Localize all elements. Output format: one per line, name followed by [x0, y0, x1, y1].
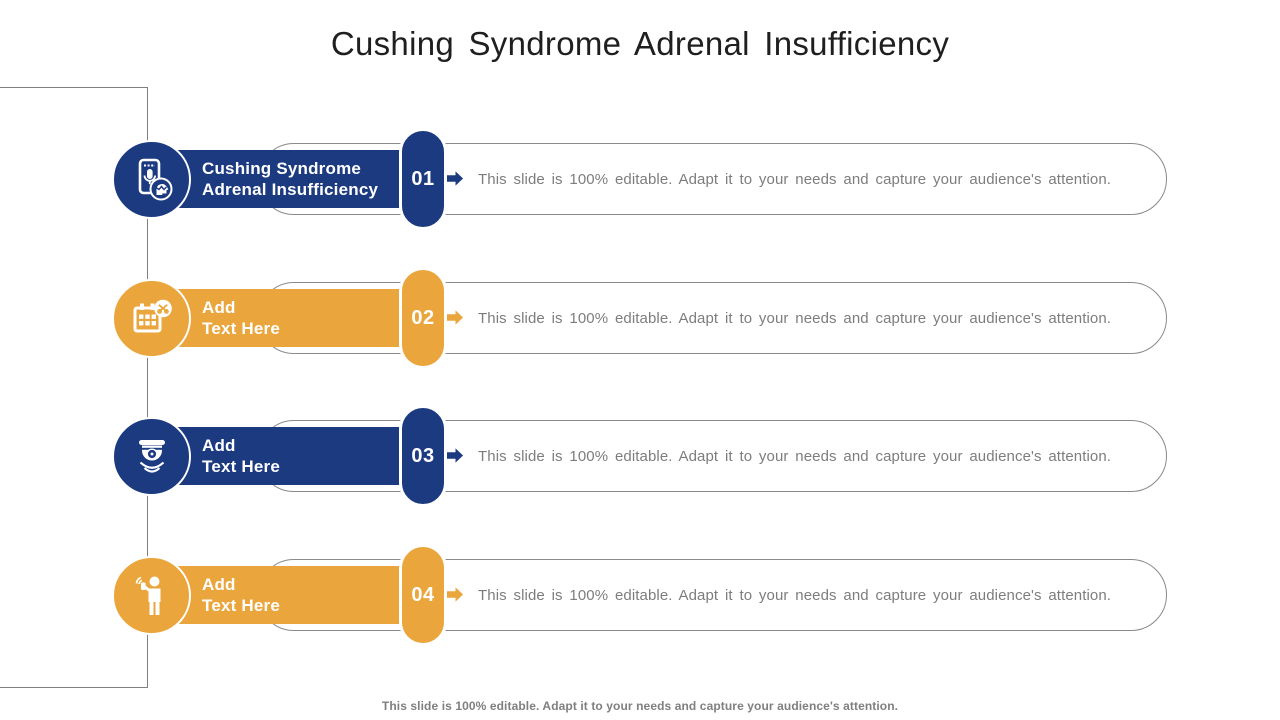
label-line: Add [202, 298, 236, 317]
timeline-row: This slide is 100% editable. Adapt it to… [0, 128, 1280, 230]
number-text: 01 [411, 167, 435, 190]
arrow-icon [447, 171, 464, 186]
number-text: 03 [411, 444, 435, 467]
decor-frame-line-top [0, 87, 148, 88]
calendar-scissors-icon[interactable] [112, 279, 191, 358]
label-bar[interactable]: Add Text Here [155, 289, 404, 347]
voice-search-phone-icon[interactable] [112, 140, 191, 219]
label-bar[interactable]: Add Text Here [155, 427, 404, 485]
timeline-row: This slide is 100% editable. Adapt it to… [0, 405, 1280, 507]
decor-frame-line-left [147, 87, 148, 688]
label-line: Add [202, 436, 236, 455]
number-badge[interactable]: 04 [399, 544, 447, 646]
slide-title[interactable]: Cushing Syndrome Adrenal Insufficiency [330, 25, 950, 62]
decor-frame-line-bottom [0, 687, 148, 688]
description-text: This slide is 100% editable. Adapt it to… [478, 447, 1112, 465]
label-bar[interactable]: Add Text Here [155, 566, 404, 624]
security-camera-icon[interactable] [112, 417, 191, 496]
description-text: This slide is 100% editable. Adapt it to… [478, 309, 1112, 327]
number-badge[interactable]: 02 [399, 267, 447, 369]
label-line: Adrenal Insufficiency [202, 180, 379, 199]
label-line: Text Here [202, 319, 281, 338]
arrow-icon [447, 448, 464, 463]
description-text: This slide is 100% editable. Adapt it to… [478, 170, 1112, 188]
calendar-scissors-glyph [133, 299, 172, 332]
label-line: Text Here [202, 457, 281, 476]
description-text: This slide is 100% editable. Adapt it to… [478, 586, 1112, 604]
label-line: Cushing Syndrome [202, 159, 362, 178]
label-line: Text Here [202, 596, 281, 615]
person-mobile-signal-icon[interactable] [112, 556, 191, 635]
security-camera-glyph [138, 439, 165, 473]
label-line: Add [202, 575, 236, 594]
arrow-icon [447, 310, 464, 325]
footer-caption: This slide is 100% editable. Adapt it to… [381, 699, 899, 713]
number-badge[interactable]: 03 [399, 405, 447, 507]
number-text: 02 [411, 306, 435, 329]
number-badge[interactable]: 01 [399, 128, 447, 230]
timeline-row: This slide is 100% editable. Adapt it to… [0, 267, 1280, 369]
voice-search-phone-glyph [138, 158, 172, 200]
label-bar[interactable]: Cushing Syndrome Adrenal Insufficiency [155, 150, 404, 208]
person-mobile-signal-glyph [135, 576, 160, 615]
timeline-row: This slide is 100% editable. Adapt it to… [0, 544, 1280, 646]
number-text: 04 [411, 583, 435, 606]
arrow-icon [447, 587, 464, 602]
